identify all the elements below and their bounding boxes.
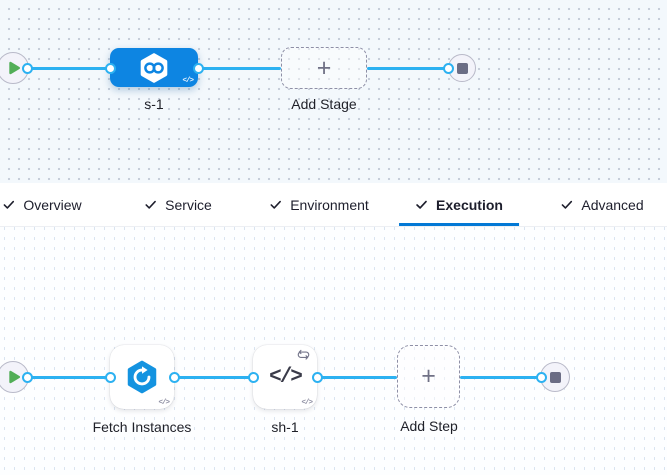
check-icon bbox=[144, 198, 157, 211]
loop-icon bbox=[296, 348, 311, 366]
plus-icon: + bbox=[421, 362, 436, 390]
connector-port bbox=[168, 371, 180, 383]
stage-canvas[interactable]: </> s-1 + Add Stage bbox=[0, 0, 667, 183]
step-label: sh-1 bbox=[271, 419, 299, 435]
stage-config-tabs: Overview Service Environment Execution A… bbox=[0, 183, 667, 227]
connector-edge bbox=[27, 375, 110, 379]
check-icon bbox=[269, 198, 282, 211]
tab-service[interactable]: Service bbox=[130, 183, 226, 226]
connector-edge bbox=[460, 375, 541, 379]
stage-node-s1[interactable]: </> bbox=[110, 48, 198, 87]
play-icon bbox=[8, 370, 21, 384]
add-step-label: Add Step bbox=[400, 418, 458, 434]
check-icon bbox=[415, 198, 428, 211]
add-stage-button[interactable]: + bbox=[281, 47, 367, 89]
check-icon bbox=[560, 198, 573, 211]
check-icon bbox=[2, 198, 15, 211]
code-badge: </> bbox=[182, 76, 193, 85]
tab-label: Execution bbox=[436, 196, 503, 213]
connector-edge bbox=[317, 375, 397, 379]
shell-script-icon: </> bbox=[269, 365, 303, 389]
connector-edge bbox=[174, 375, 253, 379]
connector-port bbox=[535, 371, 547, 383]
connector-edge bbox=[367, 66, 448, 70]
execution-canvas[interactable]: </> Fetch Instances </> </> sh-1 + Add S… bbox=[0, 227, 667, 475]
connector-port bbox=[104, 371, 116, 383]
connector-port bbox=[21, 62, 33, 74]
active-tab-underline bbox=[399, 223, 519, 226]
step-label: Fetch Instances bbox=[92, 419, 192, 435]
add-stage-label: Add Stage bbox=[291, 96, 357, 112]
code-badge: </> bbox=[158, 398, 169, 407]
step-node-fetch-instances[interactable]: </> bbox=[110, 345, 174, 409]
add-step-button[interactable]: + bbox=[397, 345, 460, 408]
connector-port bbox=[192, 62, 204, 74]
code-badge: </> bbox=[301, 398, 312, 407]
connector-port bbox=[442, 62, 454, 74]
tab-label: Service bbox=[165, 196, 212, 213]
step-node-sh1[interactable]: </> </> bbox=[253, 345, 317, 409]
stop-icon bbox=[549, 371, 561, 383]
stop-icon bbox=[456, 62, 468, 74]
play-icon bbox=[8, 61, 21, 75]
execution-start-node bbox=[0, 361, 29, 393]
tab-advanced[interactable]: Advanced bbox=[546, 183, 657, 226]
execution-end-node bbox=[540, 362, 570, 392]
connector-port bbox=[104, 62, 116, 74]
connector-edge bbox=[198, 66, 281, 70]
connector-edge bbox=[27, 66, 110, 70]
connector-port bbox=[247, 371, 259, 383]
tab-label: Overview bbox=[23, 196, 82, 213]
tab-label: Environment bbox=[290, 196, 369, 213]
fetch-instances-icon bbox=[123, 358, 161, 396]
connector-port bbox=[311, 371, 323, 383]
cd-stage-icon bbox=[137, 51, 171, 85]
plus-icon: + bbox=[316, 53, 332, 82]
connector-port bbox=[21, 371, 33, 383]
tab-label: Advanced bbox=[581, 196, 644, 213]
tab-environment[interactable]: Environment bbox=[255, 183, 383, 226]
stage-label: s-1 bbox=[144, 96, 164, 112]
tab-execution[interactable]: Execution bbox=[399, 183, 519, 226]
tab-overview[interactable]: Overview bbox=[0, 183, 96, 226]
